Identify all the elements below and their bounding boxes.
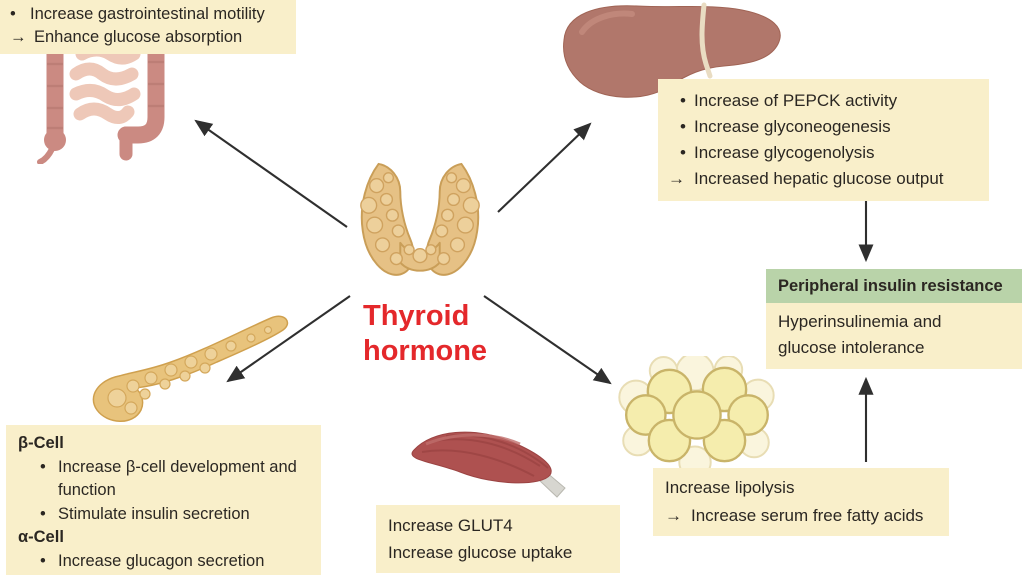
note-line: Increase glucose uptake [388, 543, 573, 562]
adipose-fat-cells-illustration [618, 356, 775, 474]
thyroid-hormone-title: Thyroid hormone [363, 299, 543, 369]
bullet-marker: • [680, 117, 686, 136]
arrow-thyroid-to-intestine [194, 119, 348, 228]
note-line: Increase lipolysis [665, 478, 795, 497]
bullet-marker: • [40, 457, 46, 476]
note-line: → Increased hepatic glucose output [668, 166, 979, 192]
pancreas-illustration [92, 315, 289, 422]
note-line: • Increase of PEPCK activity [668, 88, 979, 114]
skeletal-muscle-illustration [411, 431, 566, 498]
beta-cell-heading: β-Cell [18, 434, 64, 452]
note-line: • Increase glucagon secretion [18, 550, 313, 574]
bullet-marker: • [680, 143, 686, 162]
muscle-effects-note: Increase GLUT4 Increase glucose uptake [376, 505, 620, 573]
liver-illustration [563, 2, 781, 98]
liver-effects-note: • Increase of PEPCK activity • Increase … [658, 79, 989, 201]
note-line: • Increase gastrointestinal motility [10, 3, 288, 26]
pancreas-effects-note: β-Cell • Increase β-cell development and… [6, 425, 321, 575]
bullet-marker: • [40, 504, 46, 523]
note-line: • Increase glycogenolysis [668, 140, 979, 166]
title-line-1: Thyroid [363, 300, 470, 332]
thyroid-gland-illustration [360, 162, 480, 276]
note-line: • Increase β-cell development and functi… [40, 457, 297, 500]
note-line: glucose intolerance [778, 338, 925, 357]
arrow-marker: → [668, 169, 685, 188]
note-line: Increase GLUT4 [388, 516, 513, 535]
fat-effects-note: Increase lipolysis → Increase serum free… [653, 468, 949, 536]
bullet-marker: • [10, 5, 16, 23]
note-line: → Increase serum free fatty acids [665, 502, 937, 530]
note-line: • Increase glyconeogenesis [668, 114, 979, 140]
bullet-marker: • [40, 551, 46, 570]
arrow-marker: → [665, 506, 682, 525]
note-line: • Stimulate insulin secretion [18, 503, 313, 527]
note-line: → Enhance glucose absorption [10, 26, 288, 49]
note-line: Hyperinsulinemia and [778, 312, 942, 331]
peripheral-insulin-resistance-header: Peripheral insulin resistance [766, 269, 1022, 303]
alpha-cell-heading: α-Cell [18, 528, 64, 546]
insulin-resistance-body-note: Hyperinsulinemia and glucose intolerance [766, 303, 1022, 369]
arrow-thyroid-to-liver [497, 122, 592, 213]
title-line-2: hormone [363, 335, 488, 367]
gi-effects-note: • Increase gastrointestinal motility → E… [0, 0, 296, 54]
bullet-marker: • [680, 91, 686, 110]
arrow-marker: → [10, 28, 27, 46]
